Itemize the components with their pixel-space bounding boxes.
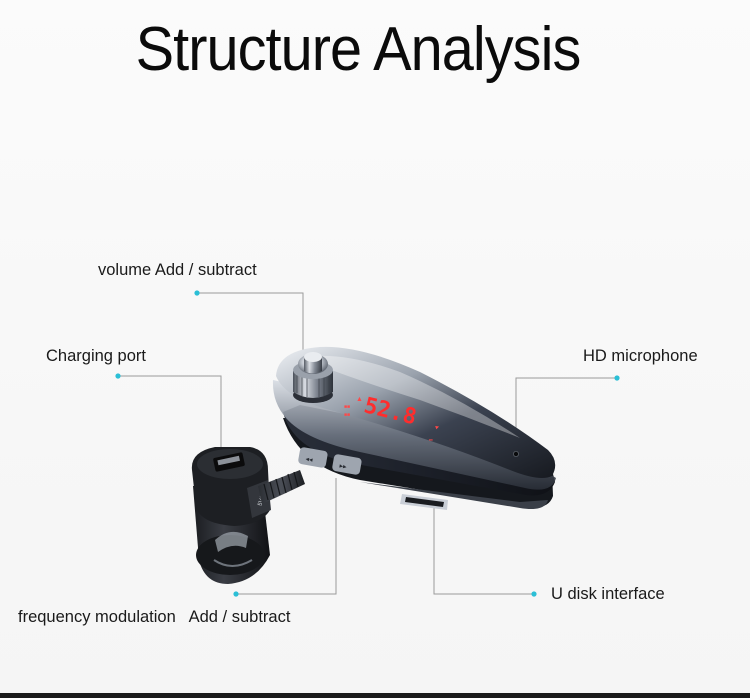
svg-text:■■: ■■ (344, 404, 350, 410)
svg-text:◂◂: ◂◂ (305, 456, 314, 464)
svg-text:━: ━ (428, 438, 433, 444)
page-title: Structure Analysis (135, 15, 582, 84)
callout-line-freq (236, 478, 337, 595)
u-disk-slot (400, 494, 448, 510)
callout-dot-freq (233, 591, 239, 597)
gooseneck (258, 470, 305, 504)
microphone-hole (513, 450, 520, 457)
svg-text:▲: ▲ (356, 396, 363, 403)
callout-dot-volume (194, 290, 200, 296)
callout-line-hd (515, 377, 617, 447)
callout-dots (115, 290, 620, 597)
callout-dot-udisk (531, 591, 537, 597)
callout-label-frequency: frequency modulation Add / subtract (18, 608, 291, 626)
frequency-buttons: ◂◂ ▸▸ (298, 447, 362, 475)
callout-line-charging (118, 375, 222, 452)
transmitter-body (272, 346, 556, 509)
callout-line-udisk (433, 507, 534, 595)
callout-line-volume (197, 292, 304, 352)
volume-knob (293, 352, 333, 403)
callout-label-charging-port: Charging port (46, 347, 146, 365)
callout-label-hd-microphone: HD microphone (583, 347, 698, 365)
led-display: ▲ ■■ ■■ ▲ ━ (344, 396, 441, 444)
bottom-divider (0, 693, 750, 698)
callout-lines (118, 292, 617, 595)
callout-dot-charging (115, 373, 121, 379)
svg-text:▸▸: ▸▸ (339, 463, 348, 471)
callout-label-u-disk: U disk interface (551, 585, 665, 603)
callout-dot-hd (614, 375, 620, 381)
svg-text:■■: ■■ (344, 412, 350, 418)
svg-text:▲: ▲ (433, 424, 441, 432)
callout-label-volume: volume Add / subtract (98, 261, 257, 279)
